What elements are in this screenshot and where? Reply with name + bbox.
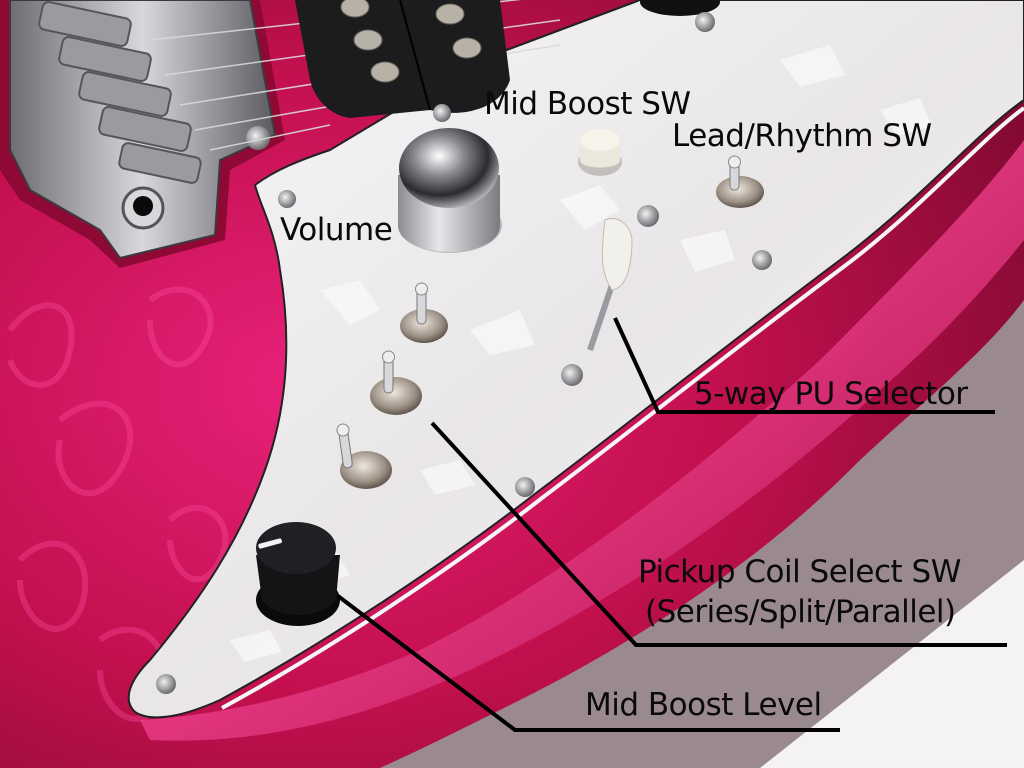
- label-mid-boost-level: Mid Boost Level: [585, 687, 822, 723]
- coil-select-toggle[interactable]: [370, 350, 422, 415]
- mid-boost-level-knob[interactable]: [256, 522, 340, 626]
- label-mid-boost-sw: Mid Boost SW: [484, 86, 691, 122]
- pickup-black-part: [640, 0, 720, 16]
- label-coil-select-options: (Series/Split/Parallel): [645, 594, 956, 630]
- humbucker-pickup: [295, 0, 510, 118]
- background-light-area: [760, 560, 1024, 768]
- pickguard-screws: [156, 12, 772, 694]
- coil-toggle-upper[interactable]: [400, 282, 448, 343]
- volume-knob[interactable]: [398, 128, 502, 253]
- label-5-way-pu-selector: 5-way PU Selector: [694, 376, 968, 412]
- annotation-leader-lines: [336, 317, 1007, 732]
- coil-toggle-lower[interactable]: [336, 423, 392, 489]
- lead-rhythm-toggle[interactable]: [716, 155, 764, 208]
- label-volume: Volume: [280, 212, 393, 248]
- five-way-selector[interactable]: [587, 217, 633, 351]
- mid-boost-switch[interactable]: [578, 129, 622, 176]
- tremolo-bridge: [0, 0, 285, 268]
- pickguard-binding: [221, 106, 1024, 710]
- pickguard: [127, 0, 1024, 719]
- label-pickup-coil-select: Pickup Coil Select SW: [638, 554, 961, 590]
- label-lead-rhythm-sw: Lead/Rhythm SW: [672, 118, 932, 154]
